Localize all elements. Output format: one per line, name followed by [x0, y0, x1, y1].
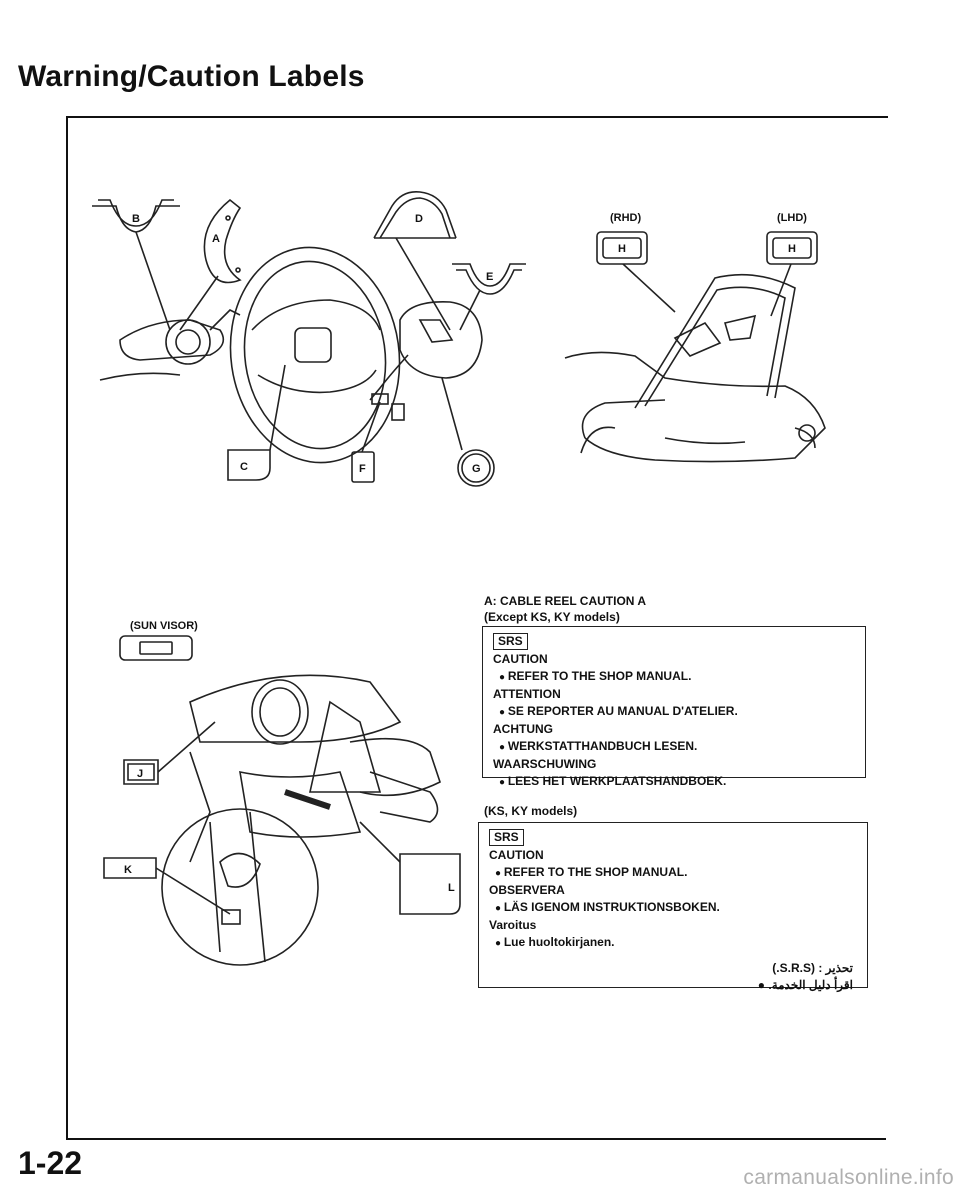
interior-illustration: J K L: [103, 635, 461, 966]
steering-wheel-illustration: B A D E C F G: [92, 190, 526, 487]
arabic-caution-line: اقرأ دليل الخدمة. ●: [757, 978, 853, 992]
page-title: Warning/Caution Labels: [18, 60, 365, 93]
lhd-label: (LHD): [777, 212, 807, 224]
left-rule: [66, 116, 68, 1140]
page-number: 1-22: [18, 1145, 83, 1181]
srs-badge: SRS: [489, 829, 524, 846]
caution-line: LÄS IGENOM INSTRUKTIONSBOKEN.: [489, 899, 857, 917]
caution-line: REFER TO THE SHOP MANUAL.: [489, 864, 857, 882]
bottom-rule: [66, 1138, 886, 1140]
sun-visor-label: (SUN VISOR): [130, 620, 198, 632]
caution-line: REFER TO THE SHOP MANUAL.: [493, 668, 855, 686]
callout-h-lhd: H: [788, 243, 796, 255]
callout-a: A: [212, 233, 220, 245]
callout-g: G: [472, 463, 481, 475]
callout-h-rhd: H: [618, 243, 626, 255]
caution-label-ks-ky-models: SRS CAUTION REFER TO THE SHOP MANUAL. OB…: [478, 822, 868, 992]
caution-line: ACHTUNG: [493, 722, 553, 736]
callout-d: D: [415, 213, 423, 225]
caution-line: SE REPORTER AU MANUAL D'ATELIER.: [493, 703, 855, 721]
caution-line: WERKSTATTHANDBUCH LESEN.: [493, 738, 855, 756]
caution-line: OBSERVERA: [489, 883, 565, 897]
top-rule: [66, 116, 888, 118]
callout-f: F: [359, 463, 366, 475]
except-models-caption: (Except KS, KY models): [484, 610, 620, 624]
callout-e: E: [486, 271, 493, 283]
srs-badge: SRS: [493, 633, 528, 650]
cable-reel-caption: A: CABLE REEL CAUTION A: [484, 594, 646, 608]
caution-label-except-models: SRS CAUTION REFER TO THE SHOP MANUAL. AT…: [482, 626, 866, 788]
callout-c: C: [240, 461, 248, 473]
caution-line: Varoitus: [489, 918, 537, 932]
arabic-caution-line: تحذير : (S.R.S.): [772, 961, 853, 975]
callout-k: K: [124, 864, 132, 876]
caution-line: CAUTION: [493, 652, 548, 666]
caution-line: CAUTION: [489, 848, 544, 862]
hood-illustration: H H: [564, 231, 826, 463]
rhd-label: (RHD): [610, 212, 642, 224]
caution-line: LEES HET WERKPLAATSHANDBOEK.: [493, 773, 855, 791]
callout-b: B: [132, 213, 140, 225]
callout-l: L: [448, 882, 455, 894]
watermark: carmanualsonline.info: [743, 1166, 954, 1189]
caution-line: Lue huoltokirjanen.: [489, 934, 857, 952]
caution-line: ATTENTION: [493, 687, 561, 701]
ks-ky-models-caption: (KS, KY models): [484, 804, 578, 818]
callout-j: J: [137, 768, 143, 780]
caution-line: WAARSCHUWING: [493, 757, 597, 771]
